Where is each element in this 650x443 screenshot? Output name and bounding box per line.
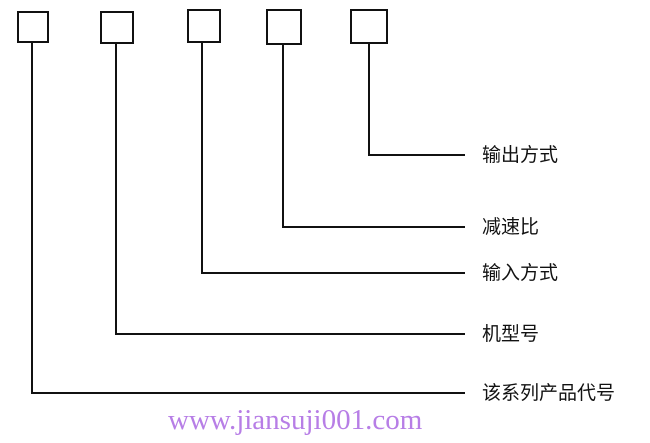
label-series-code: 该系列产品代号 (482, 382, 616, 404)
code-box-1 (17, 11, 49, 43)
code-box-5 (350, 9, 388, 44)
label-reduction-ratio: 减速比 (482, 216, 540, 238)
leader-line-2 (115, 43, 465, 335)
leader-line-4 (282, 44, 465, 228)
leader-line-3 (201, 42, 465, 274)
code-box-4 (266, 9, 302, 45)
code-box-3 (187, 9, 221, 43)
leader-line-5 (368, 43, 465, 156)
label-model-number: 机型号 (482, 323, 540, 345)
watermark: www.jiansuji001.com (168, 404, 423, 436)
label-output-mode: 输出方式 (482, 144, 559, 166)
code-box-2 (100, 11, 134, 44)
label-input-mode: 输入方式 (482, 262, 559, 284)
leader-line-1 (31, 42, 465, 394)
